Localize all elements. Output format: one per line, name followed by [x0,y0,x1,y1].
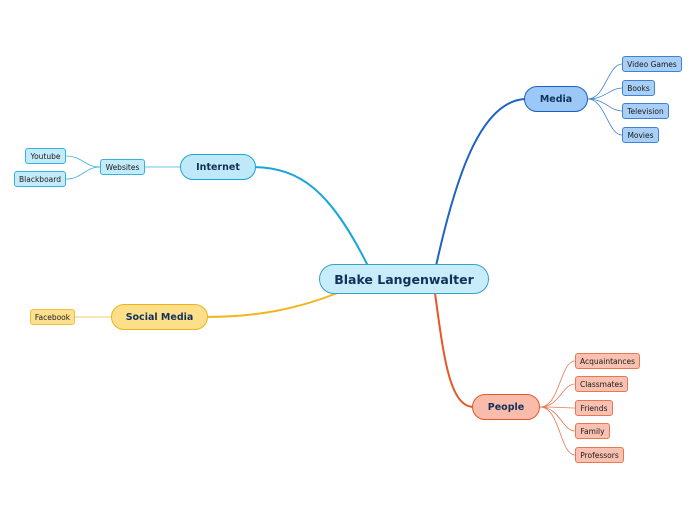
topic-internet[interactable]: Internet [180,154,256,180]
media-leaf-lines [587,63,623,136]
topic-social-media[interactable]: Social Media [111,304,208,330]
subtopic-books[interactable]: Books [622,80,655,96]
subtopic-movies[interactable]: Movies [622,127,659,143]
internet-leaf-lines [65,155,180,180]
topic-people[interactable]: People [472,394,540,420]
branch-line-people [434,292,475,408]
people-leaf-lines [539,360,576,456]
subtopic-friends[interactable]: Friends [575,400,613,416]
subtopic-youtube[interactable]: Youtube [25,148,66,164]
subtopic-websites[interactable]: Websites [100,159,145,175]
branch-line-internet [253,166,369,267]
branch-line-media [435,98,527,267]
central-topic[interactable]: Blake Langenwalter [319,264,489,294]
subtopic-blackboard[interactable]: Blackboard [14,171,66,187]
subtopic-classmates[interactable]: Classmates [575,376,628,392]
subtopic-professors[interactable]: Professors [575,447,624,463]
topic-media[interactable]: Media [524,86,588,112]
subtopic-acquaintances[interactable]: Acquaintances [575,353,640,369]
subtopic-family[interactable]: Family [575,423,610,439]
subtopic-video-games[interactable]: Video Games [622,56,682,72]
subtopic-facebook[interactable]: Facebook [30,309,75,325]
branch-line-social [205,291,341,318]
subtopic-television[interactable]: Television [622,103,669,119]
